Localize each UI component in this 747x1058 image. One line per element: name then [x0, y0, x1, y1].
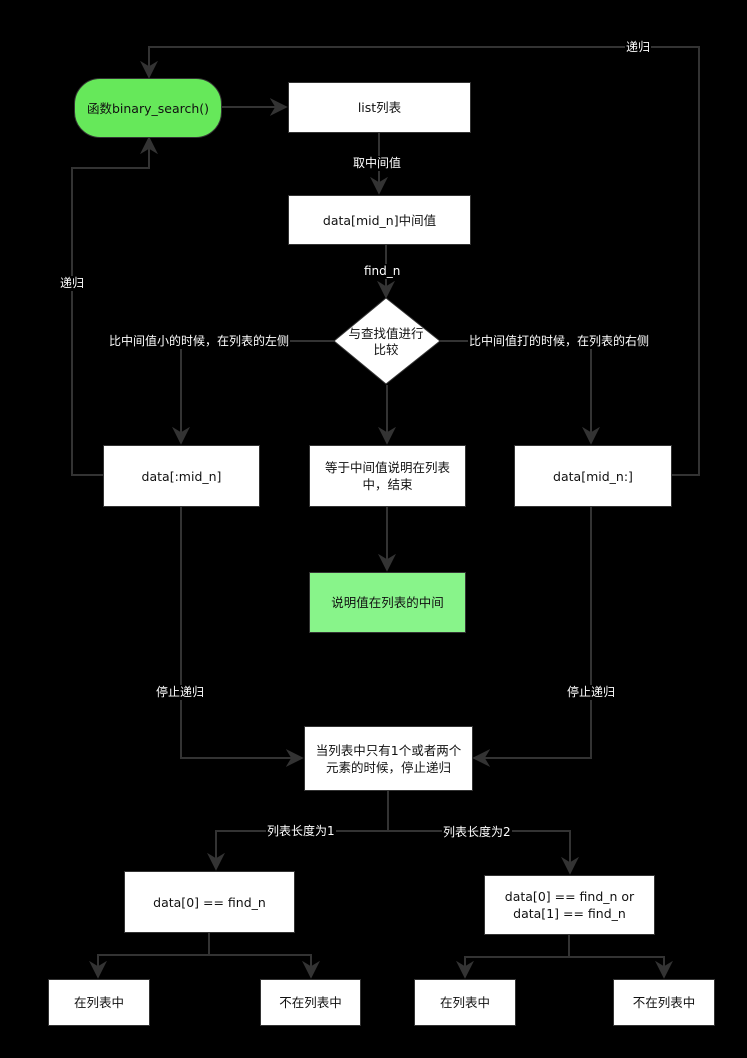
right-slice-node: data[mid_n:]: [514, 445, 672, 507]
in-list-node-b: 在列表中: [414, 979, 516, 1026]
equal-node-label: 等于中间值说明在列表中，结束: [324, 460, 450, 492]
decision-label: 与查找值进行 比较: [341, 326, 431, 358]
not-in-list-node-b-label: 不在列表中: [632, 995, 696, 1010]
found-middle-node-label: 说明值在列表的中间: [331, 595, 444, 610]
equal-node: 等于中间值说明在列表中，结束: [309, 445, 466, 507]
list-node-label: list列表: [357, 100, 402, 115]
found-middle-node: 说明值在列表的中间: [309, 572, 466, 633]
decision-diamond: [333, 297, 441, 385]
edge-label-len-one: 列表长度为1: [266, 824, 336, 839]
edge-left-recursion: [71, 136, 158, 476]
edge-one-to-not-in: [209, 954, 320, 979]
edge-one-to-in: [89, 933, 210, 979]
mid-value-node-label: data[mid_n]中间值: [322, 212, 437, 228]
in-list-node-b-label: 在列表中: [439, 995, 490, 1010]
edge-right-stop: [472, 507, 592, 767]
check-two-node: data[0] == find_n or data[1] == find_n: [484, 875, 655, 935]
edge-two-to-in: [456, 935, 570, 979]
decision-label-line2: 比较: [373, 342, 399, 357]
not-in-list-node-b: 不在列表中: [613, 979, 715, 1026]
mid-value-node: data[mid_n]中间值: [288, 195, 471, 245]
edge-right-recursion: [140, 46, 700, 476]
edge-label-smaller: 比中间值小的时候，在列表的左侧: [108, 334, 291, 349]
list-node: list列表: [288, 82, 471, 133]
edge-label-larger: 比中间值打的时候，在列表的右侧: [468, 334, 651, 349]
edge-label-stop-right: 停止递归: [566, 685, 617, 700]
not-in-list-node-a-label: 不在列表中: [279, 995, 342, 1010]
right-slice-node-label: data[mid_n:]: [553, 468, 633, 484]
edge-label-stop-left: 停止递归: [155, 685, 206, 700]
start-node-label: 函数binary_search(): [86, 100, 210, 116]
edge-label-find-n: find_n: [363, 264, 402, 279]
edge-left-stop: [180, 507, 304, 767]
in-list-node-a-label: 在列表中: [73, 995, 124, 1010]
stop-condition-node-label: 当列表中只有1个或者两个元素的时候，停止递归: [315, 742, 462, 775]
check-one-node-label: data[0] == find_n: [153, 894, 266, 910]
edge-label-recurse-right: 递归: [625, 40, 652, 55]
left-slice-node-label: data[:mid_n]: [141, 468, 222, 484]
check-two-node-label: data[0] == find_n or data[1] == find_n: [504, 889, 635, 921]
edge-label-len-two: 列表长度为2: [442, 825, 512, 840]
left-slice-node: data[:mid_n]: [103, 445, 260, 507]
edge-label-take-mid: 取中间值: [352, 156, 403, 171]
in-list-node-a: 在列表中: [48, 979, 150, 1026]
decision-label-line1: 与查找值进行: [348, 326, 424, 341]
stop-condition-node: 当列表中只有1个或者两个元素的时候，停止递归: [304, 726, 473, 791]
edge-decision-to-left: [172, 340, 334, 445]
edge-label-recurse-left: 递归: [59, 276, 86, 291]
edge-two-to-not-in: [569, 956, 673, 979]
not-in-list-node-a: 不在列表中: [260, 979, 361, 1026]
check-one-node: data[0] == find_n: [124, 871, 295, 933]
edge-decision-to-right: [440, 340, 600, 445]
start-node: 函数binary_search(): [74, 78, 222, 138]
